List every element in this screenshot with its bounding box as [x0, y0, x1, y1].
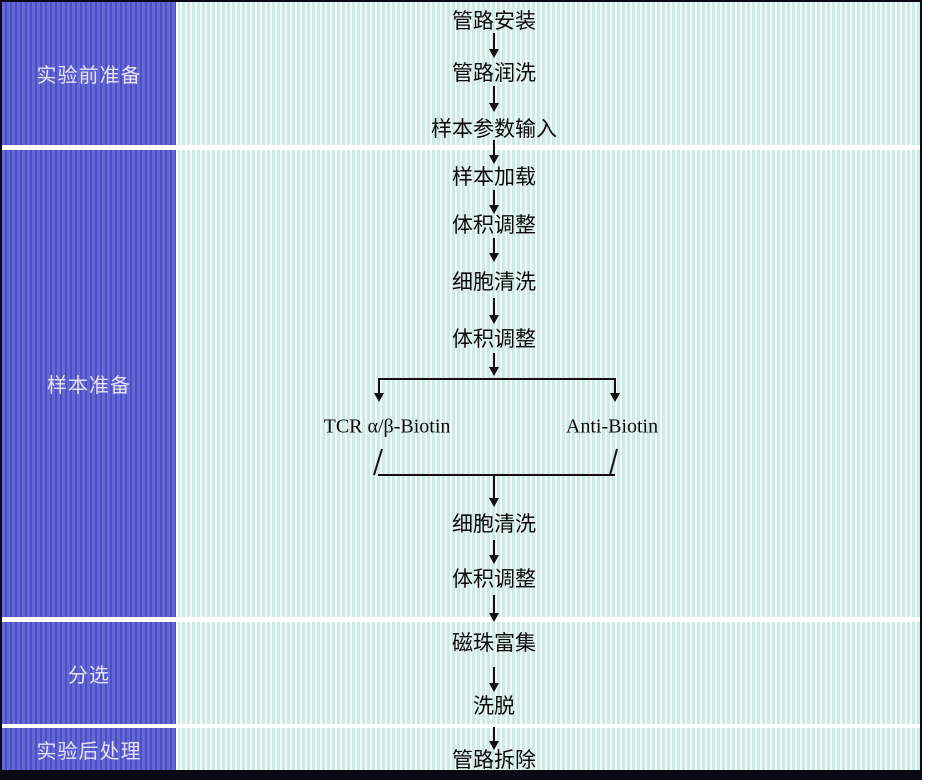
flow-connectors	[373, 33, 620, 750]
branch-option-anti-biotin: Anti-Biotin	[565, 415, 659, 438]
sidebar-section-post-experiment: 实验后处理	[2, 728, 176, 770]
flow-step: 磁珠富集	[452, 631, 536, 655]
sidebar-section-label: 实验后处理	[36, 740, 142, 763]
branch-split-connector	[374, 378, 620, 402]
section-divider	[2, 724, 920, 728]
arrow-down	[489, 33, 499, 750]
flow-step: 体积调整	[452, 213, 536, 237]
flow-step: 细胞清洗	[452, 270, 536, 294]
section-divider	[2, 145, 920, 150]
branch-merge-connector	[373, 448, 618, 476]
phase-sidebar: 实验前准备 样本准备 分选 实验后处理	[2, 2, 178, 770]
sidebar-section-sample-prep: 样本准备	[2, 150, 176, 617]
section-divider	[2, 617, 920, 622]
flow-step: 细胞清洗	[452, 512, 536, 536]
sidebar-section-label: 样本准备	[47, 375, 131, 397]
flow-step: 样本加载	[452, 165, 536, 189]
sidebar-section-sorting: 分选	[2, 622, 176, 724]
flow-step: 管路安装	[452, 9, 536, 33]
flow-step: 样本参数输入	[431, 117, 557, 141]
branch-option-tcr-biotin: TCR α/β-Biotin	[323, 415, 451, 438]
flow-step: 体积调整	[452, 327, 536, 351]
sidebar-section-label: 分选	[68, 664, 110, 687]
flow-step: 管路润洗	[452, 61, 536, 85]
sidebar-section-pre-experiment: 实验前准备	[2, 2, 176, 145]
flow-step: 洗脱	[473, 694, 515, 718]
flow-step: 体积调整	[452, 567, 536, 591]
flow-step: 管路拆除	[452, 748, 536, 772]
sidebar-section-label: 实验前准备	[36, 65, 142, 87]
